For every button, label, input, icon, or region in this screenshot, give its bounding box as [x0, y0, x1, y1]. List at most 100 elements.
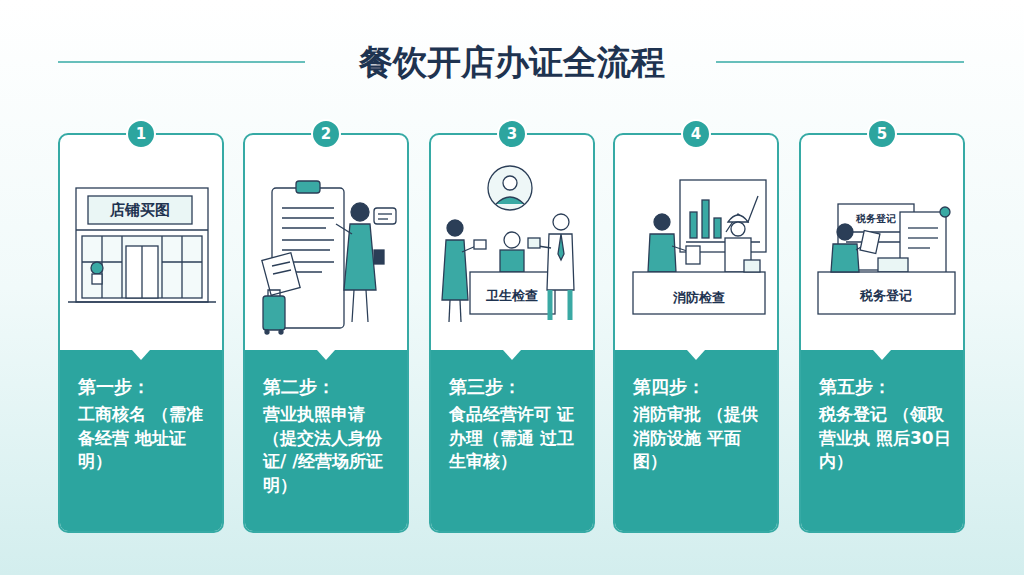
- step-panel: 第一步： 工商核名 （需准备经营 地址证明）: [60, 350, 222, 531]
- step-number-badge: 3: [497, 119, 527, 149]
- tax-icon: [908, 227, 938, 228]
- step-description: 工商核名 （需准备经营 地址证明）: [78, 403, 210, 473]
- panel-notch: [687, 350, 705, 360]
- application-icon: [378, 213, 392, 214]
- application-icon: [352, 290, 354, 322]
- storefront-icon: [161, 236, 162, 298]
- sign-label: 店铺买图: [110, 202, 170, 219]
- inspection-icon: [558, 234, 564, 260]
- sign-label: 税务登记: [860, 289, 912, 303]
- fire-check-icon: [633, 180, 766, 314]
- title: 餐饮开店办证全流程: [359, 42, 665, 82]
- application-icon: [336, 224, 352, 234]
- fire-check-icon: [648, 234, 676, 272]
- application-icon: [282, 239, 334, 240]
- storefront-icon: [82, 236, 202, 298]
- inspection-icon: [500, 250, 524, 272]
- step-panel: 第二步： 营业执照申请 （提交法人身份证/ /经营场所证明）: [245, 350, 407, 531]
- inspection-icon: [488, 166, 532, 210]
- tax-icon: [837, 224, 853, 240]
- sign-label: 卫生检查: [486, 289, 538, 303]
- step-card: 第四步：消防审批 （提供消防设施 平面图）4: [613, 133, 779, 533]
- application-icon: [344, 224, 376, 290]
- step-number-badge: 4: [681, 119, 711, 149]
- inspection-icon: [442, 240, 468, 300]
- tax-icon: [908, 237, 938, 238]
- sign-label: 税务登记: [856, 213, 896, 224]
- tax-icon: [940, 207, 950, 217]
- step-number-badge: 2: [311, 119, 341, 149]
- step-description: 营业执照申请 （提交法人身份证/ /经营场所证明）: [263, 403, 395, 497]
- step-description: 税务登记 （领取营业执 照后30日内）: [819, 403, 951, 473]
- step-card: 第三步：食品经营许可 证办理（需通 过卫生审核）3: [429, 133, 595, 533]
- inspection-icon: [547, 234, 574, 290]
- application-icon: [296, 181, 320, 193]
- fire-check-icon: [714, 218, 721, 238]
- storefront-icon: [162, 261, 202, 262]
- application-icon: [374, 208, 396, 224]
- fire-check-icon: [633, 272, 765, 314]
- application-icon: [378, 218, 388, 219]
- step-number: 3: [507, 127, 517, 142]
- application-icon: [282, 207, 334, 208]
- application-icon: [273, 270, 291, 274]
- step-heading: 第四步：: [633, 374, 765, 399]
- application-icon: [263, 296, 285, 330]
- tax-icon: [860, 231, 880, 254]
- step-number: 1: [136, 127, 146, 142]
- application-icon: [351, 203, 369, 221]
- inspection-icon: [550, 290, 570, 320]
- tax-icon: [831, 244, 859, 272]
- panel-notch: [317, 350, 335, 360]
- card-ground: [799, 133, 965, 533]
- step-description: 消防审批 （提供消防设施 平面图）: [633, 403, 765, 473]
- sign-label: 消防检查: [673, 291, 725, 305]
- fire-check-icon: [744, 260, 760, 272]
- application-icon: [374, 250, 384, 264]
- storefront-icon: [76, 188, 208, 302]
- storefront-icon: [181, 236, 182, 298]
- inspection-icon: [528, 238, 540, 248]
- tax-icon: [908, 247, 930, 248]
- application-icon: [265, 330, 269, 334]
- step-heading: 第一步：: [78, 374, 210, 399]
- title-rule: [716, 61, 964, 63]
- step-number: 2: [321, 127, 331, 142]
- application-icon: [366, 290, 368, 322]
- step-number-badge: 5: [867, 119, 897, 149]
- step-card: 第一步：工商核名 （需准备经营 地址证明）1: [58, 133, 224, 533]
- inspection-icon: [474, 240, 486, 249]
- step-number: 5: [877, 127, 887, 142]
- card-ground: [613, 133, 779, 533]
- card-ground: [58, 133, 224, 533]
- storefront-icon: [92, 274, 102, 284]
- card-ground: [429, 133, 595, 533]
- step-heading: 第二步：: [263, 374, 395, 399]
- fire-check-icon: [654, 214, 670, 230]
- inspection-icon: [553, 214, 569, 230]
- panel-notch: [132, 350, 150, 360]
- inspection-icon: [503, 176, 517, 190]
- storefront-icon: [68, 188, 216, 302]
- step-heading: 第五步：: [819, 374, 951, 399]
- storefront-icon: [82, 261, 122, 262]
- storefront-icon: [141, 246, 142, 298]
- inspection-icon: [470, 272, 555, 314]
- step-description: 食品经营许可 证办理（需通 过卫生审核）: [449, 403, 581, 473]
- card-ground: [58, 133, 965, 533]
- step-number: 4: [691, 127, 701, 142]
- application-icon: [282, 249, 330, 250]
- fire-check-icon: [728, 215, 748, 222]
- fire-check-icon: [702, 200, 709, 238]
- inspection-icon: [447, 220, 463, 236]
- application-icon: [279, 330, 283, 334]
- tax-icon: [818, 204, 955, 314]
- inspection-icon: [442, 166, 574, 322]
- step-panel: 第五步： 税务登记 （领取营业执 照后30日内）: [801, 350, 963, 531]
- step-heading: 第三步：: [449, 374, 581, 399]
- storefront-icon: [68, 301, 216, 302]
- tax-icon: [818, 272, 955, 314]
- storefront-icon: [121, 236, 122, 298]
- application-icon: [272, 262, 290, 266]
